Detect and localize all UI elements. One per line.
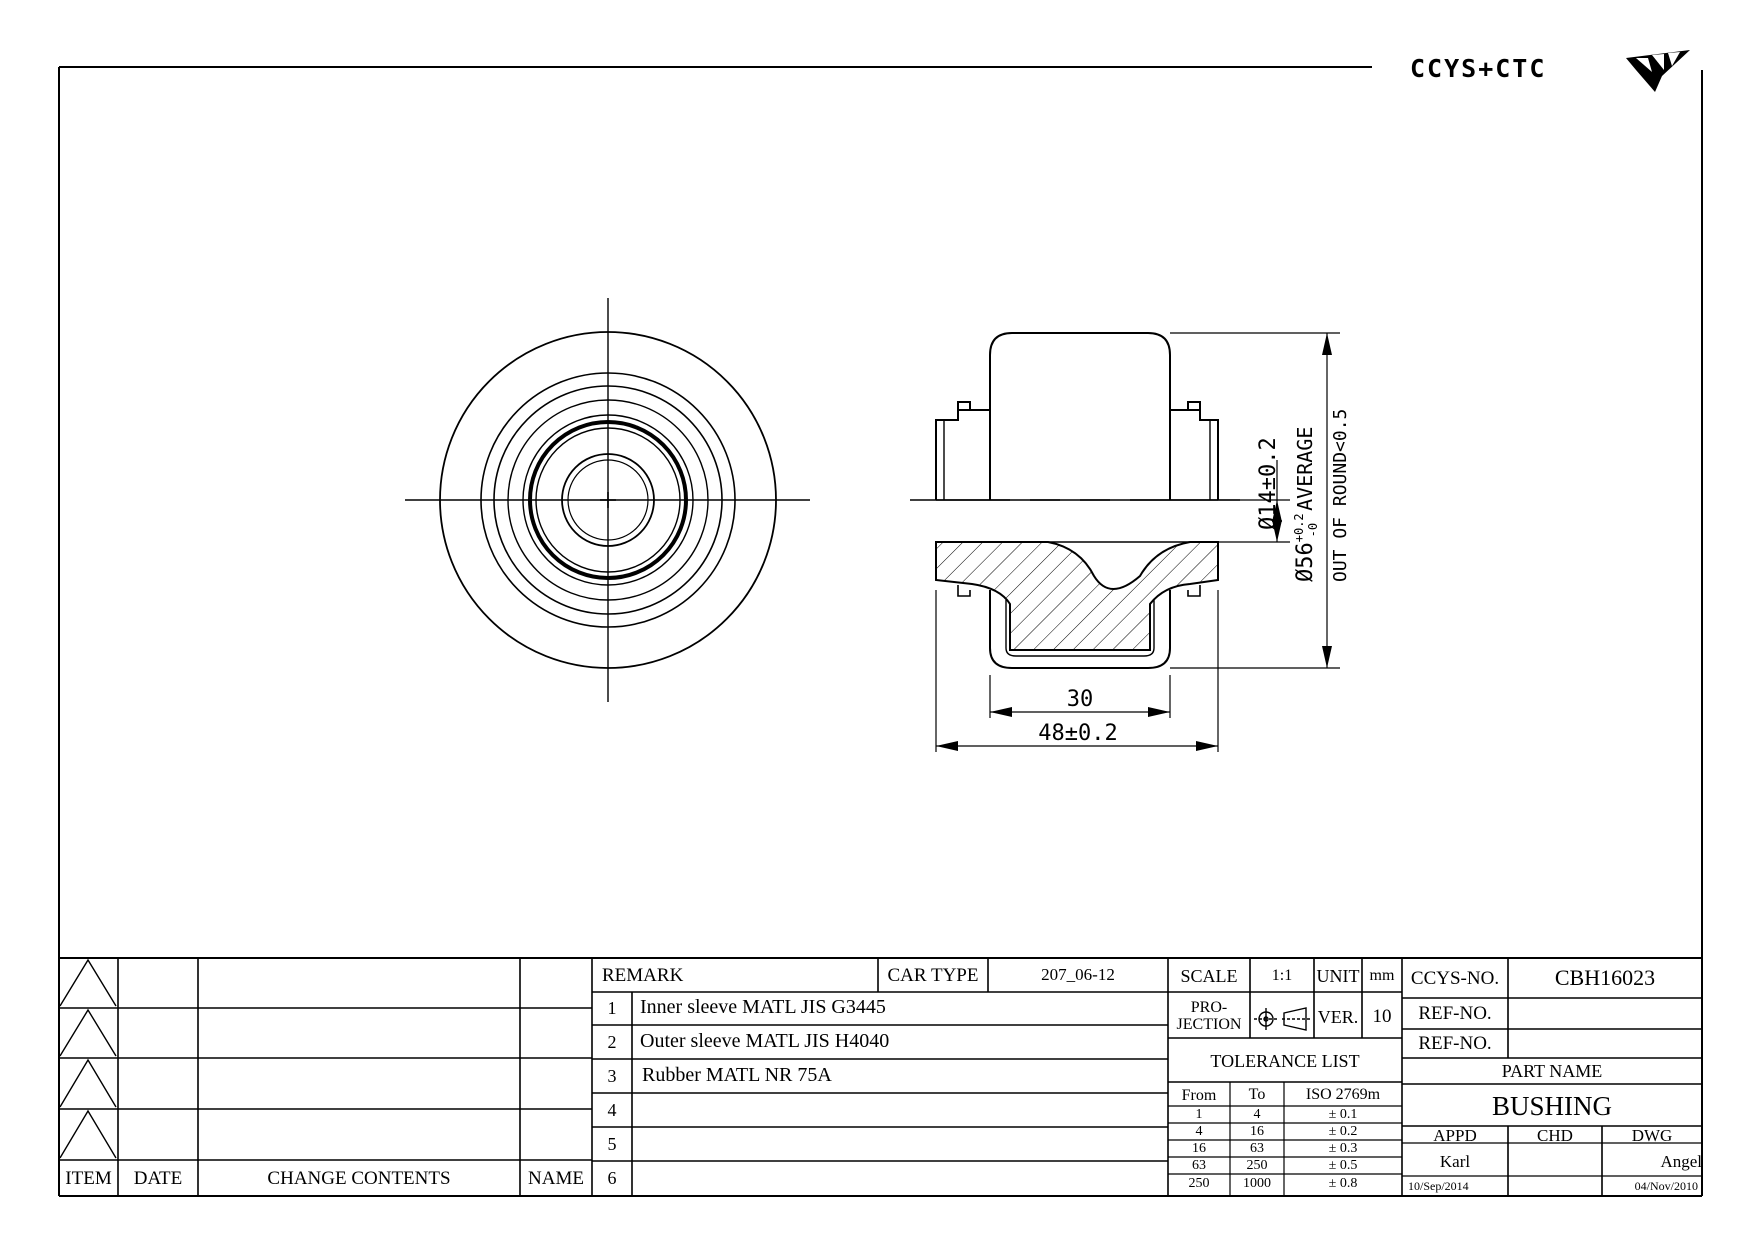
tol-header-from: From bbox=[1181, 1087, 1217, 1104]
part-name-label: PART NAME bbox=[1501, 1061, 1603, 1081]
dwg-date: 04/Nov/2010 bbox=[1634, 1179, 1698, 1193]
tol-to: 1000 bbox=[1243, 1176, 1271, 1191]
remark-no: 1 bbox=[607, 998, 617, 1018]
remark-no: 4 bbox=[607, 1100, 617, 1120]
tol-to: 250 bbox=[1246, 1158, 1268, 1173]
tol-value: ± 0.5 bbox=[1328, 1158, 1358, 1173]
unit-value: mm bbox=[1369, 967, 1395, 984]
dim-od-value: Ø56 bbox=[1293, 542, 1318, 582]
car-type-label: CAR TYPE bbox=[887, 965, 979, 986]
title-block-grid bbox=[59, 958, 1702, 1196]
dim-od-tol-upper: +0.2 bbox=[1292, 513, 1306, 542]
ver-value: 10 bbox=[1372, 1006, 1392, 1027]
section-view bbox=[910, 332, 1340, 752]
remark-no: 6 bbox=[607, 1168, 617, 1188]
tol-to: 16 bbox=[1250, 1124, 1264, 1139]
remark-text: Inner sleeve MATL JIS G3445 bbox=[640, 996, 886, 1018]
appd-name: Karl bbox=[1439, 1152, 1471, 1171]
rev-header-date: DATE bbox=[133, 1168, 183, 1189]
tol-header-iso: ISO 2769m bbox=[1305, 1086, 1381, 1103]
remark-no: 5 bbox=[607, 1134, 617, 1154]
tol-from: 4 bbox=[1195, 1124, 1203, 1139]
tol-value: ± 0.2 bbox=[1328, 1124, 1358, 1139]
remark-no: 2 bbox=[607, 1032, 617, 1052]
dim-od: Ø56+0.2-0 AVERAGE bbox=[1292, 427, 1320, 582]
part-name-value: BUSHING bbox=[1491, 1091, 1612, 1121]
dim-overall-width: 48±0.2 bbox=[1038, 721, 1117, 746]
appd-date: 10/Sep/2014 bbox=[1408, 1179, 1469, 1193]
dwg-label: DWG bbox=[1631, 1126, 1673, 1145]
company-logo: CCYS+CTC bbox=[1410, 54, 1547, 83]
dwg-name: Angel bbox=[1660, 1152, 1702, 1171]
car-type-value: 207_06-12 bbox=[1041, 965, 1115, 984]
ccys-no-label: CCYS-NO. bbox=[1410, 968, 1500, 989]
remark-no: 3 bbox=[607, 1066, 617, 1086]
chd-label: CHD bbox=[1537, 1126, 1573, 1145]
remark-text: Outer sleeve MATL JIS H4040 bbox=[640, 1030, 890, 1052]
tol-to: 63 bbox=[1250, 1141, 1264, 1156]
sheet-frame bbox=[58, 66, 1703, 1197]
projection-label-2: JECTION bbox=[1176, 1016, 1242, 1033]
projection-label-1: PRO- bbox=[1190, 999, 1228, 1016]
tol-value: ± 0.3 bbox=[1328, 1141, 1358, 1156]
dim-od-note: AVERAGE bbox=[1293, 427, 1317, 511]
tol-value: ± 0.8 bbox=[1328, 1176, 1358, 1191]
tol-from: 1 bbox=[1195, 1107, 1203, 1122]
fan-emblem-icon bbox=[1626, 50, 1690, 92]
rev-header-name: NAME bbox=[528, 1168, 584, 1189]
tol-to: 4 bbox=[1253, 1107, 1261, 1122]
unit-label: UNIT bbox=[1316, 966, 1360, 986]
tol-from: 63 bbox=[1192, 1158, 1206, 1173]
end-view bbox=[405, 298, 810, 702]
scale-label: SCALE bbox=[1180, 966, 1238, 986]
tol-from: 16 bbox=[1192, 1141, 1206, 1156]
dim-out-of-round: OUT OF ROUND<0.5 bbox=[1330, 409, 1351, 582]
ref-no-label-1: REF-NO. bbox=[1418, 1003, 1492, 1024]
ver-label: VER. bbox=[1317, 1007, 1359, 1027]
dim-od-tol-lower: -0 bbox=[1306, 523, 1320, 537]
remark-text: Rubber MATL NR 75A bbox=[642, 1064, 832, 1086]
ccys-no-value: CBH16023 bbox=[1554, 965, 1656, 990]
tol-header-to: To bbox=[1248, 1086, 1266, 1103]
remark-label: REMARK bbox=[602, 965, 684, 986]
tol-value: ± 0.1 bbox=[1328, 1107, 1358, 1122]
rev-header-item: ITEM bbox=[65, 1168, 112, 1189]
appd-label: APPD bbox=[1433, 1126, 1477, 1145]
dim-bore: Ø14±0.2 bbox=[1256, 437, 1281, 530]
ref-no-label-2: REF-NO. bbox=[1418, 1033, 1492, 1054]
tolerance-title: TOLERANCE LIST bbox=[1210, 1051, 1360, 1071]
scale-value: 1:1 bbox=[1271, 967, 1293, 984]
dim-inner-width: 30 bbox=[1067, 687, 1094, 712]
tol-from: 250 bbox=[1188, 1176, 1210, 1191]
dimension-labels: 30 48±0.2 Ø14±0.2 Ø56+0.2-0 AVERAGE OUT O… bbox=[1038, 409, 1351, 746]
rev-header-contents: CHANGE CONTENTS bbox=[267, 1168, 451, 1189]
first-angle-projection-icon bbox=[1254, 1007, 1310, 1031]
